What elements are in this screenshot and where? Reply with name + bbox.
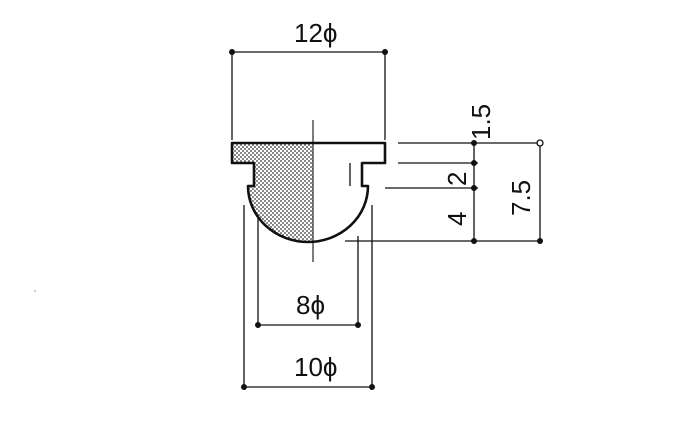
- dim-dot: [355, 322, 361, 328]
- dim-dot: [229, 49, 235, 55]
- top-diameter-label: 12ϕ: [294, 18, 337, 48]
- section-hatch: [232, 143, 313, 242]
- neck-height-label: 2: [442, 172, 472, 186]
- part-section: [230, 120, 387, 262]
- dim-dot: [369, 384, 375, 390]
- dim-top-diameter: 12ϕ: [229, 18, 388, 140]
- dim-dot: [537, 238, 543, 244]
- dim-dot: [471, 160, 477, 166]
- dim-end-open: [536, 139, 544, 147]
- stray-mark: [34, 290, 36, 292]
- total-height-label: 7.5: [506, 180, 536, 216]
- outer-diameter-label: 10ϕ: [294, 352, 337, 382]
- dim-dot: [382, 49, 388, 55]
- flange-thickness-label: 1.5: [466, 104, 496, 140]
- dim-heights: 1.5 2 4 7.5: [345, 104, 544, 244]
- dim-dot: [255, 322, 261, 328]
- dim-dot: [471, 140, 477, 146]
- dim-outer-diameter: 10ϕ: [241, 205, 375, 390]
- part-outline: [230, 141, 387, 244]
- dim-dot: [471, 185, 477, 191]
- dome-height-label: 4: [442, 212, 472, 226]
- dim-dot: [241, 384, 247, 390]
- dim-inner-diameter: 8ϕ: [255, 215, 361, 328]
- dim-dot: [471, 238, 477, 244]
- inner-diameter-label: 8ϕ: [296, 290, 325, 320]
